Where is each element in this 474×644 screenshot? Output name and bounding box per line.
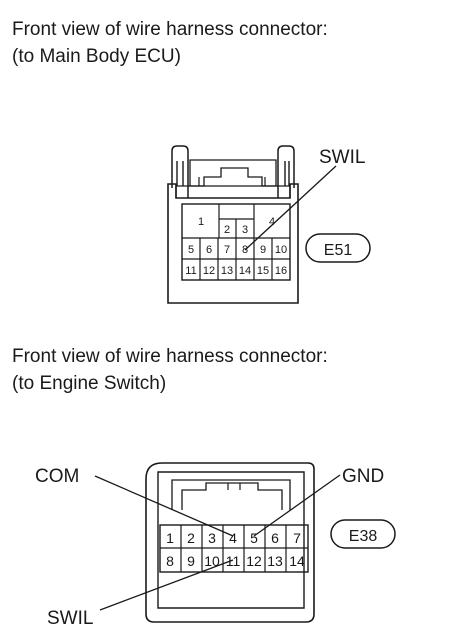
pin-label: 4 bbox=[269, 216, 275, 228]
callout-label-swil: SWIL bbox=[47, 608, 93, 629]
pin-label: 13 bbox=[267, 553, 283, 569]
callout-line-com bbox=[94, 475, 234, 537]
connector-e38-housing bbox=[145, 462, 315, 623]
pin-label: 2 bbox=[187, 530, 195, 546]
pin-label: 14 bbox=[239, 265, 251, 277]
callout-line-gnd bbox=[253, 474, 341, 537]
connector-e51-latch-slots bbox=[176, 161, 290, 186]
pin-label: 11 bbox=[185, 265, 196, 277]
connector-e51-ledge bbox=[175, 185, 291, 198]
callout-line-swil bbox=[244, 165, 337, 251]
pin-label: 13 bbox=[221, 265, 233, 277]
connector-e38-grid bbox=[160, 525, 308, 572]
pin-label: 10 bbox=[204, 553, 220, 569]
caption-line-2: (to Main Body ECU) bbox=[12, 46, 181, 67]
pin-label: 5 bbox=[250, 530, 258, 546]
pin-label: 1 bbox=[166, 530, 174, 546]
pin-label: 1 bbox=[198, 216, 204, 228]
pin-label: 12 bbox=[246, 553, 262, 569]
connector-e51-key bbox=[189, 159, 277, 187]
caption-engine-switch: Front view of wire harness connector: (t… bbox=[12, 343, 328, 397]
callout-line-swil bbox=[99, 559, 234, 611]
callout-label-swil: SWIL bbox=[319, 147, 365, 168]
connector-e51-grid bbox=[182, 204, 290, 280]
pin-label: 10 bbox=[275, 244, 287, 256]
pin-label: 9 bbox=[260, 244, 266, 256]
pin-label: 5 bbox=[188, 244, 194, 256]
pin-label: 11 bbox=[226, 553, 241, 569]
connector-e38-key-inner bbox=[227, 483, 241, 490]
pin-label: 7 bbox=[224, 244, 230, 256]
caption-line-1: Front view of wire harness connector: bbox=[12, 346, 328, 367]
connector-e51-key-inner bbox=[198, 177, 266, 186]
pin-label: 6 bbox=[271, 530, 279, 546]
connector-e51: 1 2 3 4 5 6 7 8 9 10 11 12 13 14 15 16 S… bbox=[167, 145, 371, 304]
callout-label-gnd: GND bbox=[342, 466, 384, 487]
pin-label: 8 bbox=[166, 553, 174, 569]
pin-label: 7 bbox=[293, 530, 301, 546]
pin-label: 9 bbox=[187, 553, 195, 569]
connector-id-label: E51 bbox=[324, 242, 353, 259]
connector-e38-key bbox=[171, 479, 291, 510]
connector-e38-shell bbox=[157, 471, 305, 609]
pin-label: 3 bbox=[208, 530, 216, 546]
pin-label: 4 bbox=[229, 530, 237, 546]
connector-id-label: E38 bbox=[349, 528, 378, 545]
pin-label: 12 bbox=[203, 265, 215, 277]
connector-e51-latch-right bbox=[277, 145, 295, 198]
connector-id-badge bbox=[305, 233, 371, 263]
connector-id-badge bbox=[330, 519, 396, 549]
caption-main-body-ecu: Front view of wire harness connector: (t… bbox=[12, 16, 328, 70]
pin-label: 3 bbox=[242, 224, 248, 236]
caption-line-2: (to Engine Switch) bbox=[12, 373, 167, 394]
pin-label: 14 bbox=[289, 553, 305, 569]
pin-label: 2 bbox=[224, 224, 230, 236]
connector-e38: 1 2 3 4 5 6 7 8 9 10 11 12 13 14 COM GND… bbox=[35, 462, 396, 629]
callout-label-com: COM bbox=[35, 466, 79, 487]
pin-label: 15 bbox=[257, 265, 269, 277]
pin-label: 16 bbox=[275, 265, 287, 277]
caption-line-1: Front view of wire harness connector: bbox=[12, 19, 328, 40]
connector-e51-latch-left bbox=[171, 145, 189, 198]
pin-label: 6 bbox=[206, 244, 212, 256]
